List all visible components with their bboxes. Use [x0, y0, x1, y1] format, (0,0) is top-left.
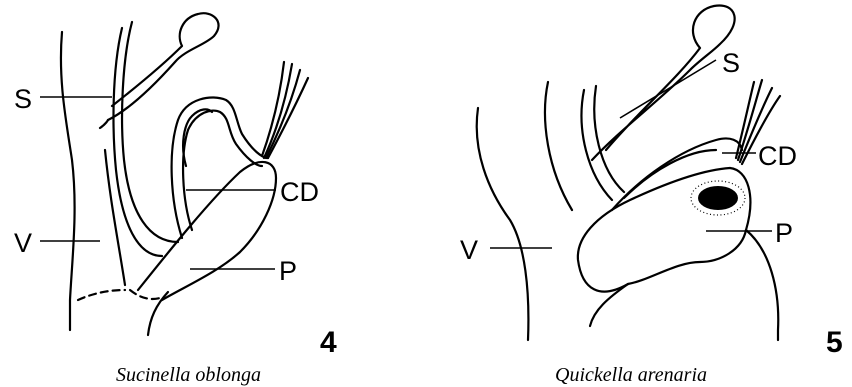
figure-number-5: 5 [826, 326, 843, 359]
figure-4-drawing [61, 13, 308, 335]
label-p-4: P [279, 256, 297, 286]
label-cd-4: CD [280, 177, 319, 207]
caption-4: Sucinella oblonga [116, 364, 261, 386]
label-s-4: S [14, 84, 32, 114]
label-s-5: S [722, 48, 740, 78]
label-cd-5: CD [758, 141, 797, 171]
label-p-5: P [775, 218, 793, 248]
label-v-4: V [14, 228, 32, 258]
label-v-5: V [460, 235, 478, 265]
figure-number-4: 4 [320, 326, 337, 359]
leader-s-5 [620, 60, 716, 118]
caption-5: Quickella arenaria [555, 364, 707, 386]
